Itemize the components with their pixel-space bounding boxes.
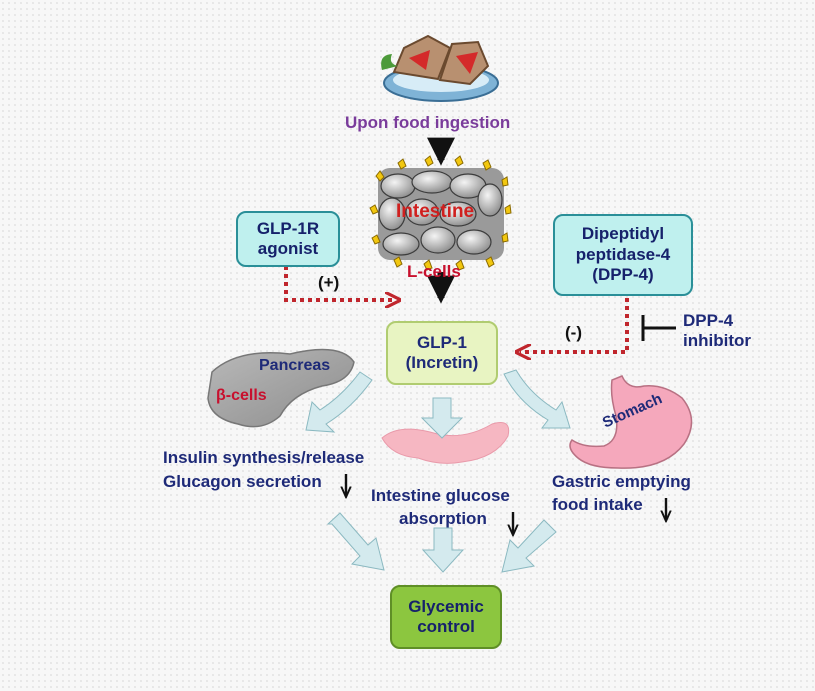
- stomach-effect-arrow: [503, 369, 571, 429]
- gastric-effect-line2: food intake: [552, 495, 643, 514]
- glucose-effect-line1: Intestine glucose: [371, 486, 510, 505]
- insulin-effect-line: Insulin synthesis/release: [163, 448, 365, 467]
- intestine-icon: [369, 155, 512, 271]
- pancreas-icon: [207, 348, 355, 428]
- glp1-incretin-label: GLP-1 (Incretin): [405, 332, 479, 372]
- food-plate-icon: [381, 34, 499, 102]
- pancreas-effect-arrow: [305, 371, 373, 433]
- glucagon-effect-line: Glucagon secretion: [163, 472, 322, 491]
- glp1r-agonist-label: GLP-1R agonist: [256, 218, 320, 258]
- inhibitor-block-symbol: [641, 315, 676, 341]
- dpp4-inhibitor-label: DPP-4 inhibitor: [683, 311, 751, 351]
- left-converge-arrow: [326, 512, 385, 571]
- gastric-effect-line1: Gastric emptying: [552, 472, 691, 491]
- lcells-label: L-cells: [407, 262, 461, 281]
- intestine-segment-icon: [381, 422, 510, 464]
- dpp4-enzyme-label: Dipeptidyl peptidase-4 (DPP-4): [575, 224, 671, 285]
- glp1-incretin-box: GLP-1 (Incretin): [386, 321, 498, 385]
- glycemic-control-label: Glycemic control: [408, 596, 484, 636]
- positive-sign: (+): [318, 273, 340, 292]
- dpp4-enzyme-box: Dipeptidyl peptidase-4 (DPP-4): [553, 214, 693, 296]
- center-converge-arrow: [421, 527, 465, 573]
- stomach-icon: [569, 375, 693, 469]
- dpp4-degradation-arrow: [520, 298, 629, 352]
- intestine-effect-arrow: [420, 397, 464, 439]
- intestine-title: Intestine: [396, 201, 475, 222]
- glp1r-agonist-box: GLP-1R agonist: [236, 211, 340, 267]
- agonist-activation-arrow: [284, 258, 396, 300]
- beta-cells-label: β-cells: [216, 387, 267, 404]
- glycemic-control-box: Glycemic control: [390, 585, 502, 649]
- right-converge-arrow: [501, 519, 557, 573]
- negative-sign: (-): [565, 323, 582, 342]
- food-caption: Upon food ingestion: [345, 113, 511, 132]
- pancreas-label: Pancreas: [259, 357, 331, 374]
- glucose-effect-line2: absorption: [399, 509, 487, 528]
